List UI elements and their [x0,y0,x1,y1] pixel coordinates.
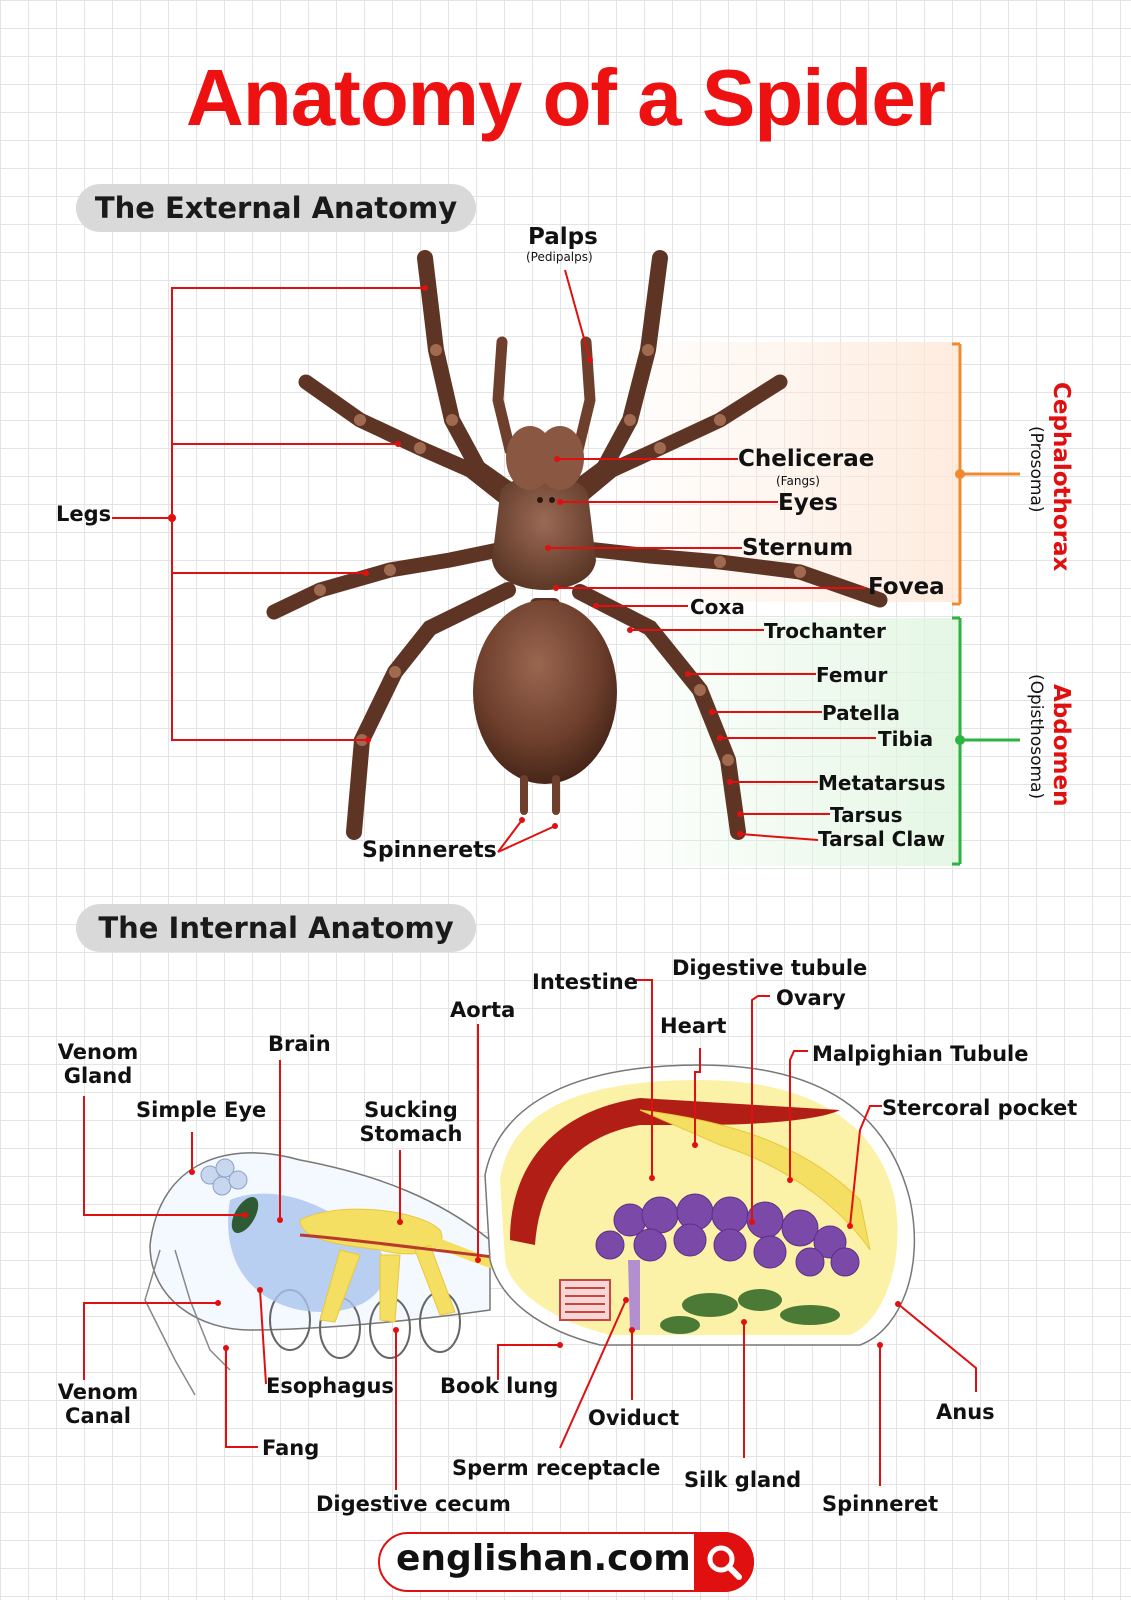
sperm-receptacle-label: Sperm receptacle [452,1456,661,1480]
book-lung-shape [559,1279,611,1321]
cephalothorax-shape [492,476,596,590]
venom-gland-label: Venom Gland [57,1040,139,1089]
venom-canal-label: Venom Canal [57,1380,139,1429]
ovary-shape [595,1193,860,1277]
fovea-label: Fovea [868,574,945,600]
tarsus-label: Tarsus [830,803,903,827]
leg-base-loops [269,1289,461,1359]
palps-label: Palps [528,224,598,250]
intestine-label: Intestine [532,970,638,994]
external-leaders [112,269,876,853]
prosoma-label: (Prosoma) [1026,426,1046,513]
esophagus-label: Esophagus [266,1374,394,1398]
eyes-label: Eyes [778,490,838,516]
simple-eye-label: Simple Eye [136,1098,267,1122]
book-lung-label: Book lung [440,1374,559,1398]
tibia-label: Tibia [878,727,934,751]
brand-pill[interactable]: englishan.com [378,1532,754,1592]
chelicerae-sub-label: (Fangs) [776,474,820,488]
malpighian-tubule-label: Malpighian Tubule [812,1042,1029,1066]
external-anatomy-heading: The External Anatomy [76,184,476,232]
silk-gland-shape [660,1289,840,1334]
search-button[interactable] [694,1532,754,1592]
aorta-label: Aorta [450,998,516,1022]
heart-label: Heart [660,1014,727,1038]
palps-sub-label: (Pedipalps) [526,250,593,264]
coxa-label: Coxa [690,595,745,619]
femur-label: Femur [816,663,888,687]
silk-gland-label: Silk gland [684,1468,802,1492]
digestive-tubule-label: Digestive tubule [672,956,868,980]
internal-anatomy-heading: The Internal Anatomy [76,904,476,952]
fang-label: Fang [262,1436,320,1460]
ovary-label: Ovary [776,986,846,1010]
cephalothorax-label: Cephalothorax [1048,382,1074,572]
simple-eye-cluster [200,1158,248,1196]
sucking-stomach-label: Sucking Stomach [359,1098,463,1147]
sternum-label: Sternum [742,535,854,561]
abdomen-shape [473,600,617,784]
spinnerets-label: Spinnerets [362,838,497,863]
legs-label: Legs [56,502,112,526]
internal-leaders [83,979,977,1490]
stercoral-pocket-label: Stercoral pocket [882,1096,1078,1120]
chelicerae-label: Chelicerae [738,446,875,472]
anus-label: Anus [936,1400,995,1424]
sucking-stomach-shape [299,1208,456,1323]
oviduct-label: Oviduct [588,1406,680,1430]
tarsal-claw-label: Tarsal Claw [818,827,946,851]
patella-label: Patella [822,701,900,725]
opisthosoma-label: (Opisthosoma) [1026,674,1046,800]
page-title: Anatomy of a Spider [186,53,946,142]
trochanter-label: Trochanter [764,619,886,643]
digestive-cecum-label: Digestive cecum [316,1492,511,1516]
spinneret-label: Spinneret [822,1492,939,1516]
metatarsus-label: Metatarsus [818,771,946,795]
abdomen-label: Abdomen [1048,684,1074,807]
leg-joints [314,344,806,766]
heart-shape [510,1098,840,1245]
brand-text: englishan.com [396,1538,691,1579]
brain-label: Brain [268,1032,331,1056]
search-icon [707,1545,742,1580]
